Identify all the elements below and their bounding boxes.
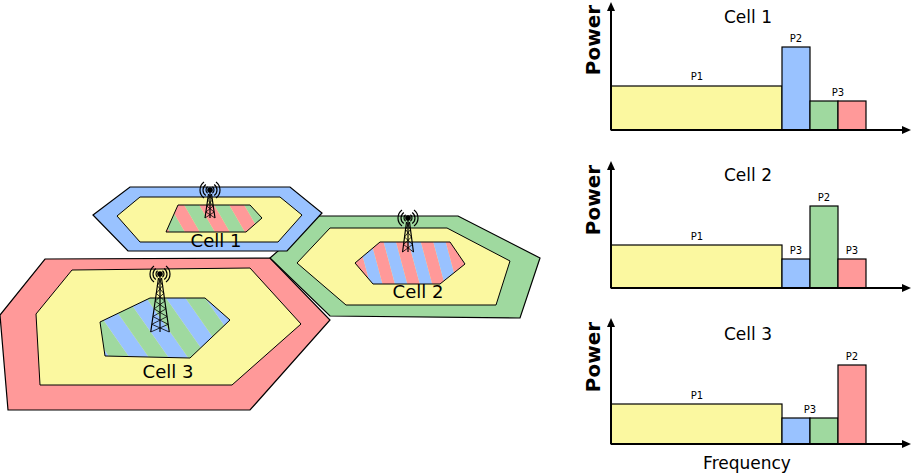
power-label: P1 [691,232,703,242]
chart-axes [611,8,904,444]
power-label: P1 [691,391,703,401]
power-label: P3 [832,88,844,98]
cell-center-zone [36,268,301,385]
frequency-stripes [224,75,604,449]
power-label: P3 [804,405,816,415]
power-label: P3 [790,246,802,256]
chart-title: Cell 2 [724,167,772,184]
stripe-outline [355,242,465,284]
power-label: P2 [790,34,802,44]
chart-3-bars [611,365,866,444]
cell-outline [270,216,540,318]
chart-1-bars [611,47,866,130]
stripe-outline [100,298,230,358]
cell-outline [0,258,330,410]
chart-title: Cell 3 [724,326,772,343]
frequency-stripes [46,50,383,387]
cell-label: Cell 2 [393,283,444,301]
antenna-tower [200,182,220,218]
cell-label: Cell 1 [191,232,242,250]
cell-region: Cell 2 [270,216,540,318]
axis-label: Frequency [703,455,791,472]
cell-region: Cell 3 [0,258,330,410]
cell-region: Cell 1 [93,187,322,251]
frequency-stripes [0,61,433,475]
axis-label: Power [583,5,603,75]
power-label: P2 [818,193,830,203]
chart-title: Cell 1 [724,9,772,26]
axis-label: Power [583,165,603,235]
power-label: P1 [691,72,703,82]
antenna-tower [398,210,418,252]
cell-label: Cell 3 [143,363,194,381]
axis-label: Power [583,322,603,392]
power-label: P2 [846,352,858,362]
power-label: P3 [846,246,858,256]
chart-2-bars [611,206,866,288]
axis-arrowheads [607,2,911,448]
antenna-tower [150,266,170,332]
